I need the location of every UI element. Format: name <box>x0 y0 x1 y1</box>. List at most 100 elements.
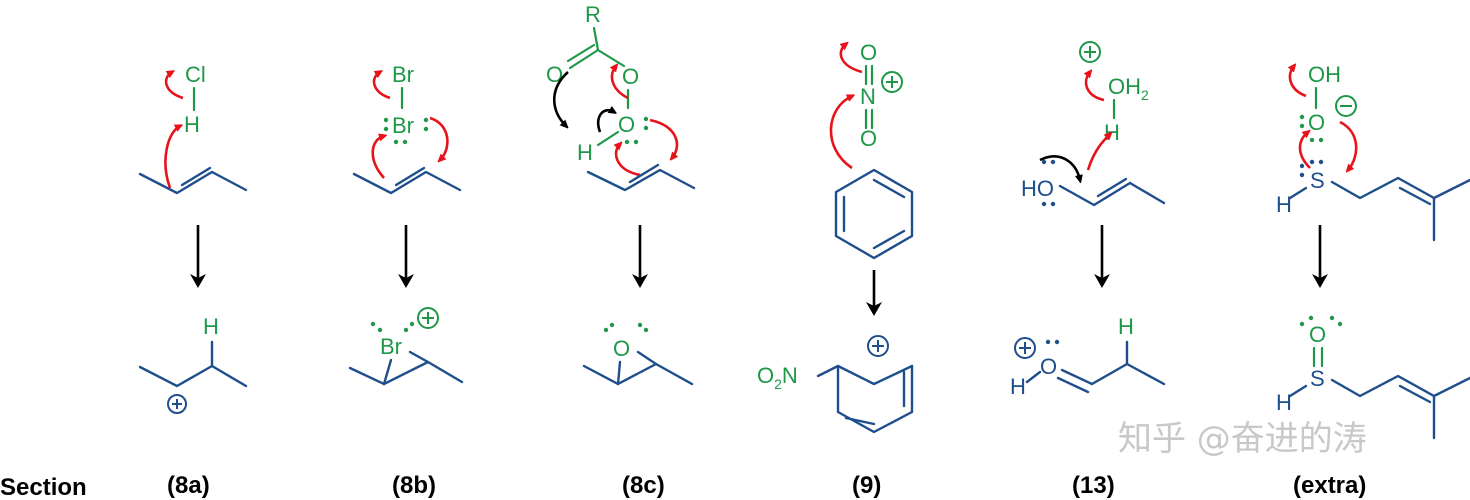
alkene-8b <box>352 170 462 195</box>
arrow-s-to-o <box>1298 132 1310 169</box>
product-h: H <box>203 314 219 339</box>
arenium-ring <box>836 364 914 434</box>
arenium-double-2 <box>844 416 876 426</box>
double-bond-extra <box>1398 186 1432 206</box>
minus-charge <box>1335 95 1357 117</box>
arrow-pi-to-o <box>616 144 641 177</box>
bond-c-o-double-b <box>566 43 596 63</box>
bond-s-h <box>1288 186 1308 200</box>
double-bond-8b <box>394 166 426 187</box>
atom-br-bottom: Br <box>392 113 414 138</box>
lone-pairs-peroxide <box>1299 114 1324 143</box>
atom-o-top: O <box>860 40 877 65</box>
atom-h-13: H <box>1104 120 1120 145</box>
plus-charge <box>1014 337 1036 359</box>
arrow-br-lonepair <box>429 116 449 160</box>
double-bond-8a <box>180 166 212 187</box>
enol-chain <box>1058 181 1166 207</box>
arrow-o-lonepair-extra <box>1339 120 1358 170</box>
sulfoxide-h: H <box>1276 390 1292 415</box>
bond-s-h-product <box>1288 384 1308 398</box>
bond-h-o <box>1025 370 1042 384</box>
plus-charge <box>867 335 889 357</box>
row-label: Section <box>0 474 87 500</box>
atom-ho: HO <box>1021 176 1054 201</box>
double-bond-extra-product <box>1398 384 1432 404</box>
bond-o-c-b <box>1056 376 1090 394</box>
arrow-carbonyl <box>553 71 569 126</box>
lone-pairs-bromonium <box>370 321 415 333</box>
arrow-oo-bond-extra <box>1290 66 1307 98</box>
atom-o-carbonyl: O <box>546 62 563 87</box>
scheme-extra: OH O S H O S H <box>1276 62 1470 499</box>
prenyl-chain-product <box>1330 374 1470 398</box>
arrow-pi-to-h <box>164 126 180 189</box>
bond-c-br-right <box>408 350 430 364</box>
scheme-13: OH2 H HO H O H (13) <box>1010 41 1166 499</box>
atom-s: S <box>1310 168 1325 193</box>
atom-oh2: OH2 <box>1108 74 1149 103</box>
scheme-8c: R O O O H O (8c) <box>546 2 696 499</box>
scheme-8b: Br Br Br (8b) <box>348 62 464 499</box>
bond-c-br-left <box>382 358 393 386</box>
oxonium-o: O <box>1040 354 1057 379</box>
double-bond-13 <box>1096 177 1128 198</box>
arenium-top <box>816 364 914 386</box>
cation-8a <box>138 364 248 388</box>
arrow-ring-to-n <box>829 96 852 170</box>
watermark: 知乎 @奋进的涛 <box>1118 419 1367 459</box>
label-8b: (8b) <box>392 472 436 499</box>
sulfoxide-s: S <box>1310 366 1325 391</box>
bond-c-o <box>596 48 626 68</box>
alkene-8c <box>586 168 696 192</box>
lone-pairs-ho <box>1041 159 1056 207</box>
lone-pairs-epoxide <box>603 322 649 333</box>
label-9: (9) <box>852 472 881 499</box>
epoxide-o: O <box>613 336 630 361</box>
label-8a: (8a) <box>167 472 210 499</box>
lone-pairs-oh <box>624 116 649 145</box>
plus-charge <box>417 307 439 329</box>
atom-r: R <box>585 2 601 27</box>
arrow-pi-to-br <box>371 136 384 179</box>
label-8c: (8c) <box>622 472 665 499</box>
benzene-double-1 <box>872 178 906 199</box>
plus-charge <box>1079 41 1101 63</box>
atom-o-hydroxy: O <box>618 112 635 137</box>
atom-h-extra: H <box>1276 192 1292 217</box>
atom-h-8c: H <box>577 140 593 165</box>
arrow-oh-bond <box>596 110 614 133</box>
lone-pairs-br <box>383 117 429 145</box>
arrow-no-bond <box>839 44 863 74</box>
bond-c-o-left <box>616 360 622 386</box>
bond-o-c-a <box>1060 368 1094 386</box>
atom-o-peroxide: O <box>1308 110 1325 135</box>
arrow-br-bond <box>372 72 391 100</box>
atom-h: H <box>184 112 200 137</box>
oxonium-h: H <box>1010 374 1026 399</box>
alkene-8a <box>138 170 248 195</box>
arrow-oo-bond <box>612 66 629 100</box>
atom-cl: Cl <box>185 62 206 87</box>
scheme-9: O N O O2N (9) <box>757 40 914 499</box>
atom-n: N <box>860 84 876 109</box>
double-bond-8c <box>628 163 660 184</box>
arrow-pi-to-h-13 <box>1086 134 1110 171</box>
plus-charge <box>881 71 903 93</box>
epoxide-chain <box>582 362 694 386</box>
label-extra: (extra) <box>1293 472 1366 499</box>
label-13: (13) <box>1072 472 1115 499</box>
atom-o-peroxy: O <box>622 64 639 89</box>
bond-r-c <box>592 26 600 52</box>
oxonium-chain <box>1090 362 1166 386</box>
arrow-o-lonepair <box>649 118 677 158</box>
atom-o-bottom: O <box>860 126 877 151</box>
lone-pairs-s <box>1299 159 1324 178</box>
product-h-13: H <box>1118 314 1134 339</box>
bromonium-chain <box>348 360 464 386</box>
scheme-8a: Cl H H (8a) <box>138 62 248 499</box>
bromonium-br: Br <box>380 334 402 359</box>
arrow-hcl-bond <box>164 72 184 100</box>
atom-br-top: Br <box>392 62 414 87</box>
